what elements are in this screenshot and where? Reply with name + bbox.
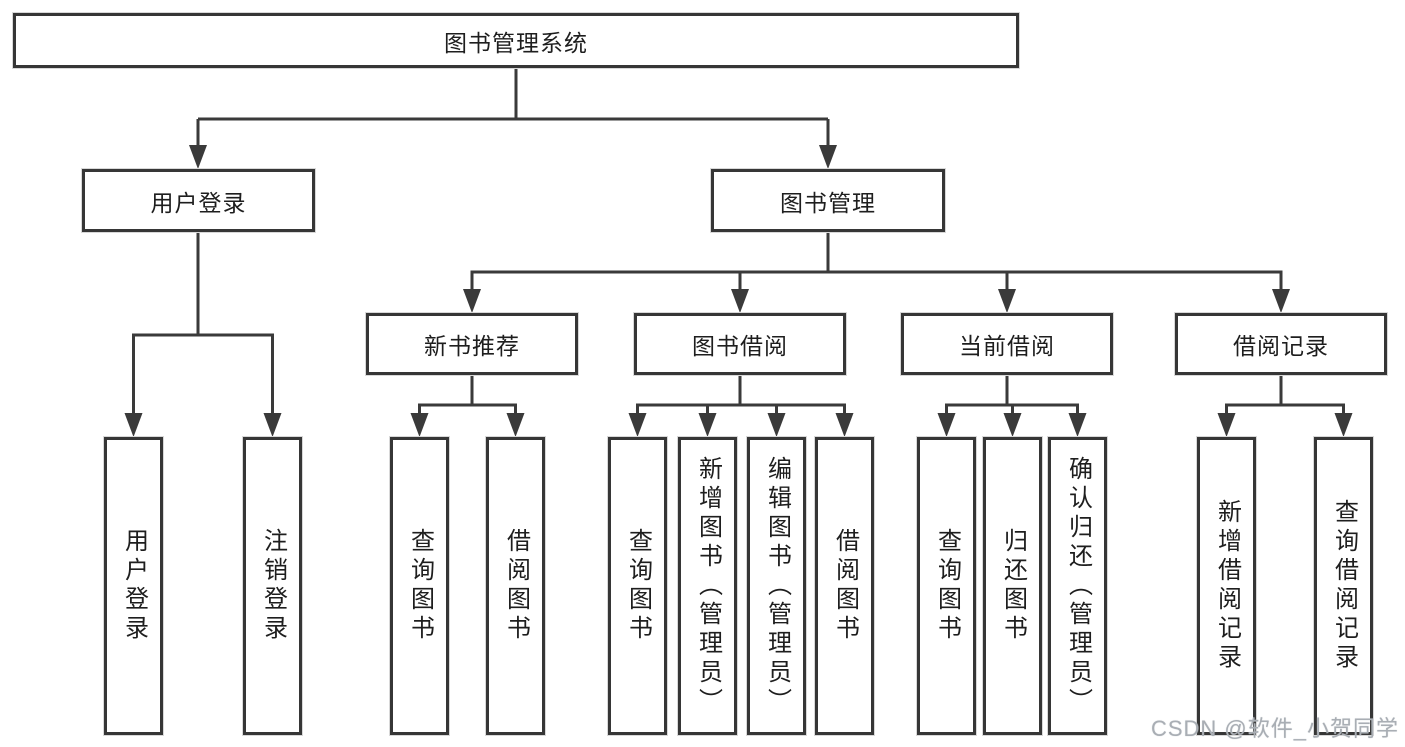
leaf-confirm-return-admin: 确认归还（管理员） [1048,437,1107,735]
node-borrowing-records: 借阅记录 [1175,313,1387,375]
node-book-borrowing: 图书借阅 [634,313,846,375]
leaf-logout: 注销登录 [243,437,302,735]
node-book-management: 图书管理 [711,169,945,232]
leaf-add-books-admin: 新增图书（管理员） [678,437,737,735]
leaf-borrow-books: 借阅图书 [486,437,545,735]
node-current-borrowing: 当前借阅 [901,313,1113,375]
leaf-query-books: 查询图书 [608,437,667,735]
leaf-query-borrow-record: 查询借阅记录 [1314,437,1373,735]
leaf-query-books: 查询图书 [917,437,976,735]
leaf-return-books: 归还图书 [983,437,1042,735]
leaf-borrow-books: 借阅图书 [815,437,874,735]
watermark: CSDN @软件_小贺同学 [1150,716,1399,741]
leaf-user-login: 用户登录 [104,437,163,735]
leaf-edit-books-admin: 编辑图书（管理员） [747,437,806,735]
arrowhead-icons [124,145,1353,437]
leaf-query-books: 查询图书 [390,437,449,735]
leaf-add-borrow-record: 新增借阅记录 [1197,437,1256,735]
node-new-book-recommend: 新书推荐 [366,313,578,375]
node-root-system: 图书管理系统 [13,13,1019,68]
node-user-login: 用户登录 [82,169,315,232]
